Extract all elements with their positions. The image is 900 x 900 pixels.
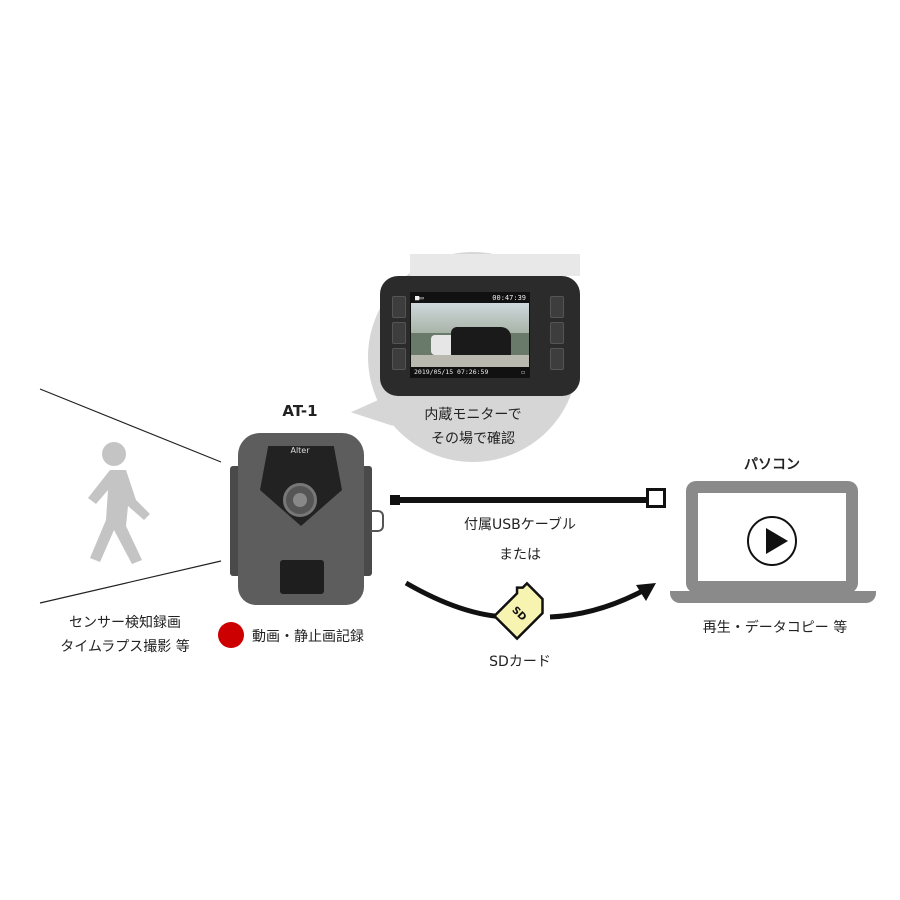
camera-clip xyxy=(370,510,384,532)
usb-plug-camera-end xyxy=(390,495,400,505)
side-button xyxy=(550,296,564,318)
sensor-caption-line1: センサー検知録画 xyxy=(69,615,181,631)
sd-card-icon: SD xyxy=(492,581,544,641)
scene-black-car xyxy=(451,327,511,357)
pc-title: パソコン xyxy=(744,457,800,473)
or-label: または xyxy=(499,547,541,563)
bubble-caption-line2: その場で確認 xyxy=(431,431,515,447)
side-button xyxy=(392,322,406,344)
sensor-caption-line2: タイムラプス撮影 等 xyxy=(60,639,190,655)
screen-status-bar: ■▭ 00:47:39 xyxy=(411,293,529,303)
walking-person-icon xyxy=(88,442,150,564)
usb-cable-label: 付属USBケーブル xyxy=(464,517,576,533)
record-caption: 動画・静止画記録 xyxy=(252,629,364,645)
play-button-circle xyxy=(747,516,797,566)
usb-cable-line xyxy=(398,497,646,503)
bubble-caption-line1: 内蔵モニターで xyxy=(424,407,522,423)
record-dot-icon xyxy=(218,622,244,648)
camera-top-labels xyxy=(410,254,580,276)
screen-date-bar: 2019/05/15 07:26:59 ▭ xyxy=(411,367,529,377)
side-button xyxy=(550,322,564,344)
screen-time: 00:47:39 xyxy=(492,294,526,302)
side-button xyxy=(392,296,406,318)
sd-card-label: SDカード xyxy=(489,654,551,670)
play-icon xyxy=(766,528,788,554)
scene-white-car xyxy=(431,335,455,355)
pc-caption: 再生・データコピー 等 xyxy=(702,620,848,636)
side-button xyxy=(392,348,406,370)
screen-datetime: 2019/05/15 07:26:59 xyxy=(414,368,489,376)
camera-pir-sensor xyxy=(280,560,324,594)
camera-lens-center xyxy=(293,493,307,507)
camera-model-label: AT-1 xyxy=(282,402,318,420)
camera-brand: Alter xyxy=(290,446,310,455)
scene-ground xyxy=(411,355,529,367)
camera-mode-icon: ■▭ xyxy=(415,294,424,302)
usb-plug-pc-end xyxy=(646,488,666,508)
side-button xyxy=(550,348,564,370)
battery-icon: ▭ xyxy=(521,368,525,376)
laptop-base xyxy=(670,591,876,603)
monitor-screen: ■▭ 00:47:39 2019/05/15 07:26:59 ▭ xyxy=(410,292,530,378)
